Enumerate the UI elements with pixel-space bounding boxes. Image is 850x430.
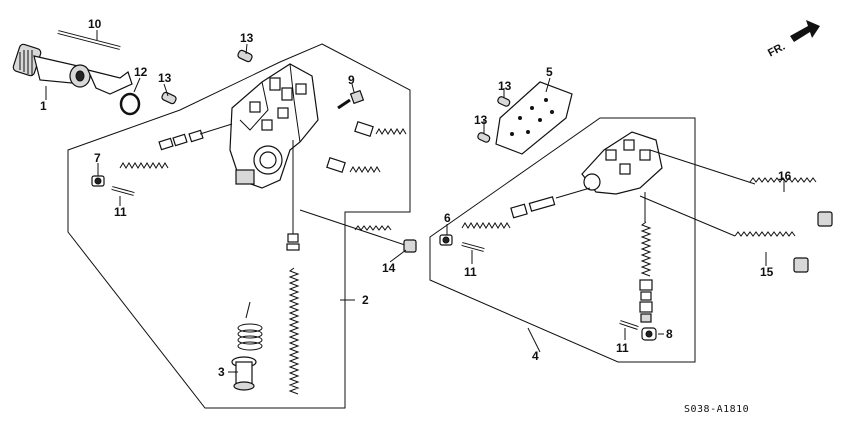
dowel-pin-13-d	[477, 132, 491, 143]
callout-4: 4	[532, 349, 539, 363]
callout-13-b: 13	[158, 71, 172, 85]
plug-part-8	[641, 327, 657, 341]
callout-10: 10	[88, 17, 102, 31]
callout-6: 6	[444, 211, 451, 225]
callout-1: 1	[40, 99, 47, 113]
vertical-spring-right	[640, 192, 652, 277]
dowel-pin-13-c	[497, 96, 511, 107]
leader-lines	[45, 30, 785, 373]
spring-right-horizontal	[461, 222, 511, 229]
valve-spool-right	[510, 187, 591, 219]
vertical-valve-right	[639, 279, 653, 323]
dowel-pin-13-a	[237, 49, 253, 63]
callout-13-d: 13	[474, 113, 488, 127]
diagram-code: S038-A1810	[684, 404, 749, 415]
spring-left-small	[119, 162, 169, 169]
callout-14: 14	[382, 261, 396, 275]
right-assembly-outline	[429, 117, 696, 363]
spring-right-1	[375, 128, 407, 135]
vertical-valve	[286, 140, 300, 251]
left-valve-body	[229, 63, 319, 189]
separator-plate-part-5	[495, 81, 573, 155]
accumulator-spring	[237, 301, 263, 351]
valve-sleeve-right-2	[326, 157, 346, 173]
callout-2: 2	[362, 293, 369, 307]
shaft-part-1	[12, 43, 133, 95]
vertical-spring-left-long	[288, 267, 300, 395]
bolt-part-16	[649, 149, 833, 227]
bolt-part-9	[337, 89, 365, 110]
callout-12: 12	[134, 65, 148, 79]
plug-part-7	[91, 175, 105, 187]
pin-part-11-right-upper	[461, 242, 485, 252]
callout-3: 3	[218, 365, 225, 379]
callout-11-right-lower: 11	[616, 341, 629, 355]
left-assembly-outline	[67, 43, 411, 409]
right-valve-body	[581, 131, 663, 195]
accumulator-piston-part-3	[231, 356, 257, 391]
callout-5: 5	[546, 65, 553, 79]
bolt-part-14	[299, 209, 417, 253]
callout-13-c: 13	[498, 79, 512, 93]
callout-9: 9	[348, 73, 355, 87]
callout-16: 16	[778, 169, 792, 183]
valve-spool-left-upper	[158, 123, 233, 151]
callout-8: 8	[666, 327, 673, 341]
pin-part-11-left	[111, 186, 135, 196]
callout-13-a: 13	[240, 31, 254, 45]
callout-7: 7	[94, 151, 101, 165]
spring-right-2	[349, 166, 381, 173]
o-ring-part-12	[119, 92, 141, 116]
front-direction-arrow-icon	[790, 20, 820, 42]
callout-11-left: 11	[114, 205, 127, 219]
front-direction-label: FR.	[766, 41, 787, 60]
dowel-pin-13-b	[161, 91, 177, 105]
callout-11-right-upper: 11	[464, 265, 477, 279]
valve-sleeve-right-1	[354, 121, 374, 137]
bolt-part-15	[639, 195, 809, 273]
callout-15: 15	[760, 265, 774, 279]
plug-part-6	[439, 234, 453, 246]
rod-part-10	[57, 30, 121, 50]
pin-part-11-right-lower	[619, 320, 639, 330]
